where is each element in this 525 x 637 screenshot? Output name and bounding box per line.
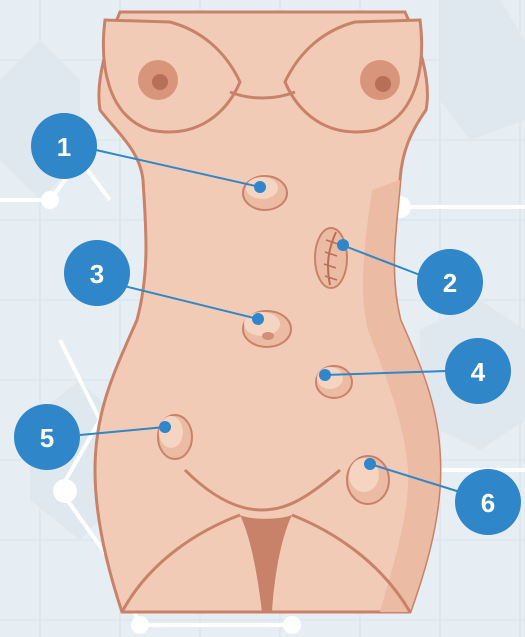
marker-2-label: 2: [443, 268, 457, 298]
stoma-site-2-scar: [315, 228, 347, 288]
marker-1-label: 1: [57, 132, 71, 162]
left-nipple: [138, 60, 178, 100]
marker-4-label: 4: [471, 357, 486, 387]
marker-2: 2: [417, 249, 483, 315]
marker-4: 4: [445, 338, 511, 404]
marker-5-label: 5: [40, 423, 54, 453]
marker-6: 6: [455, 469, 521, 535]
marker-5: 5: [14, 404, 80, 470]
marker-6-label: 6: [481, 488, 495, 518]
right-nipple: [360, 60, 400, 100]
marker-1: 1: [31, 113, 97, 179]
marker-3: 3: [64, 240, 130, 306]
marker-3-label: 3: [90, 259, 104, 289]
stoma-site-1: [243, 176, 287, 210]
